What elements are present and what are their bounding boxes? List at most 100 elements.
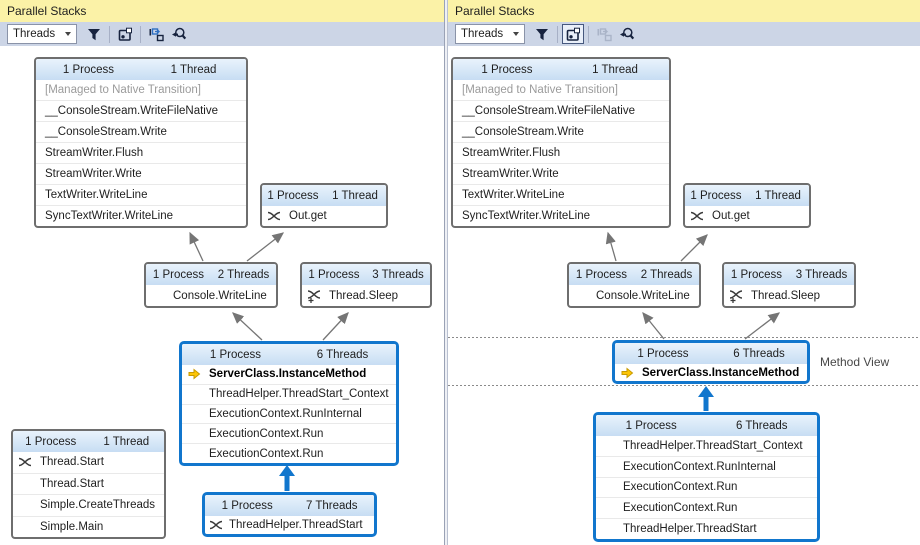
stack-frame-row-current[interactable]: ServerClass.InstanceMethod [615,364,807,381]
autoscroll-to-current-frame-icon [597,27,612,41]
stack-box-server-class[interactable]: 1 Process 6 Threads ServerClass.Instance… [179,341,399,466]
stack-frame-row[interactable]: TextWriter.WriteLine [453,184,669,205]
stack-box-io[interactable]: 1 Process 1 Thread [Managed to Native Tr… [34,57,248,228]
stack-frame-row[interactable]: Out.get [685,206,809,226]
stack-frame-row[interactable]: Thread.Start [13,452,164,473]
thread-count: 6 Threads [316,348,369,361]
stack-frame-row[interactable]: __ConsoleStream.Write [36,121,246,142]
toggle-method-view-button-active[interactable] [562,24,584,44]
stack-box-io[interactable]: 1 Process 1 Thread [Managed to Native Tr… [451,57,671,228]
stack-box-header: 1 Process 1 Thread [262,185,386,206]
stack-frame-row[interactable]: __ConsoleStream.WriteFileNative [453,100,669,121]
stack-frame-row[interactable]: Console.WriteLine [173,289,267,302]
stack-box-thread-sleep[interactable]: 1 Process 3 Threads Thread.Sleep [300,262,432,308]
zoom-control-icon [619,27,634,40]
toolbar-separator [140,25,141,43]
interleaved-threads-icon [18,457,32,468]
stack-frame-row[interactable]: StreamWriter.Write [36,163,246,184]
stack-box-header: 1 Process 6 Threads [596,415,817,436]
view-selector-value: Threads [13,28,56,40]
stack-box-main[interactable]: 1 Process 1 Thread Thread.Start Thread.S… [11,429,166,539]
stack-frame-row[interactable]: StreamWriter.Flush [36,142,246,163]
toolbar-separator [557,25,558,43]
stack-frame-row[interactable]: Simple.Main [13,515,164,538]
stack-frame-row[interactable]: Thread.Sleep [302,285,430,306]
view-selector-value: Threads [461,28,504,40]
stack-box-header: 1 Process 6 Threads [182,344,396,365]
stack-frame-row[interactable]: ThreadHelper.ThreadStart [205,516,374,534]
view-selector-combo[interactable]: Threads [455,24,525,44]
stack-box-console-writeline[interactable]: 1 Process 2 Threads Console.WriteLine [567,262,701,308]
stack-frame-row[interactable]: ExecutionContext.Run [596,497,817,518]
stack-box-header: 1 Process 1 Thread [685,185,809,206]
stack-frame-row[interactable]: __ConsoleStream.Write [453,121,669,142]
stack-frame-row[interactable]: ExecutionContext.Run [182,443,396,463]
chevron-down-icon [65,32,71,36]
stack-box-thread-start[interactable]: 1 Process 7 Threads ThreadHelper.ThreadS… [202,492,377,537]
filter-button[interactable] [531,24,553,44]
filter-button[interactable] [83,24,105,44]
view-selector-combo[interactable]: Threads [7,24,77,44]
toolbar-separator [109,25,110,43]
stack-frame-row[interactable]: SyncTextWriter.WriteLine [453,205,669,226]
stack-box-header: 1 Process 1 Thread [36,59,246,80]
stacks-canvas: 1 Process 1 Thread [Managed to Native Tr… [0,46,444,545]
stack-frame-row[interactable]: SyncTextWriter.WriteLine [36,205,246,226]
process-count: 1 Process [481,63,533,76]
autoscroll-to-current-frame-icon [149,27,164,41]
stack-box-thread-sleep[interactable]: 1 Process 3 Threads Thread.Sleep [722,262,856,308]
stack-box-out-get[interactable]: 1 Process 1 Thread Out.get [683,183,811,228]
stack-frame-row[interactable]: ThreadHelper.ThreadStart [596,518,817,539]
stack-frame-row-current[interactable]: ServerClass.InstanceMethod [182,365,396,384]
panel-splitter[interactable] [444,0,448,545]
stack-frame-row[interactable]: [Managed to Native Transition] [462,84,618,96]
zoom-control-button[interactable] [615,24,637,44]
filter-funnel-icon [536,28,548,40]
zoom-control-icon [171,27,186,40]
toggle-method-view-button[interactable] [114,24,136,44]
stack-frame-row[interactable]: __ConsoleStream.WriteFileNative [36,100,246,121]
process-count: 1 Process [730,268,783,281]
stack-frame-row[interactable]: ExecutionContext.RunInternal [182,403,396,424]
stack-frame-row[interactable]: ExecutionContext.RunInternal [596,455,817,477]
stacks-canvas: 1 Process 1 Thread [Managed to Native Tr… [448,46,920,545]
method-view-label: Method View [820,355,890,369]
stack-frame-row[interactable]: ThreadHelper.ThreadStart_Context [182,383,396,404]
stack-frame-row[interactable]: [Managed to Native Transition] [45,84,201,96]
stack-box-header: 1 Process 3 Threads [724,264,854,285]
thread-count: 1 Thread [170,63,217,76]
stack-box-header: 1 Process 1 Thread [453,59,669,80]
stack-frame-row[interactable]: Console.WriteLine [596,289,690,302]
stack-frame-row[interactable]: StreamWriter.Write [453,163,669,184]
stack-box-header: 1 Process 3 Threads [302,264,430,285]
stack-box-callers[interactable]: 1 Process 6 Threads ThreadHelper.ThreadS… [593,412,820,542]
stack-frame-row[interactable]: Simple.CreateThreads [13,494,164,516]
stack-box-out-get[interactable]: 1 Process 1 Thread Out.get [260,183,388,228]
stack-frame-row[interactable]: Thread.Sleep [724,285,854,306]
stack-box-header: 1 Process 2 Threads [146,264,276,285]
toggle-method-view-icon [566,27,580,41]
thread-count: 1 Thread [103,435,150,448]
stack-frame-row[interactable]: ThreadHelper.ThreadStart_Context [623,439,803,452]
zoom-control-button[interactable] [167,24,189,44]
thread-count: 3 Threads [795,268,848,281]
process-count: 1 Process [152,268,205,281]
threads-plus-icon [729,289,743,303]
stack-frame-row[interactable]: Out.get [262,206,386,226]
autoscroll-button[interactable] [145,24,167,44]
stack-box-header: 1 Process 1 Thread [13,431,164,452]
process-count: 1 Process [209,348,262,361]
stack-box-console-writeline[interactable]: 1 Process 2 Threads Console.WriteLine [144,262,278,308]
stack-frame-row[interactable]: StreamWriter.Flush [453,142,669,163]
chevron-down-icon [513,32,519,36]
autoscroll-button-disabled [593,24,615,44]
stack-box-method-view[interactable]: 1 Process 6 Threads ServerClass.Instance… [612,340,810,384]
stack-frame-row[interactable]: ExecutionContext.Run [596,476,817,498]
thread-count: 6 Threads [735,419,788,432]
thread-count: 2 Threads [217,268,270,281]
stack-frame-row[interactable]: TextWriter.WriteLine [36,184,246,205]
parallel-stacks-panel-threads-view: Parallel Stacks Threads [0,0,444,545]
stack-frame-row[interactable]: ExecutionContext.Run [182,423,396,443]
stack-frame-row[interactable]: Thread.Start [13,472,164,495]
